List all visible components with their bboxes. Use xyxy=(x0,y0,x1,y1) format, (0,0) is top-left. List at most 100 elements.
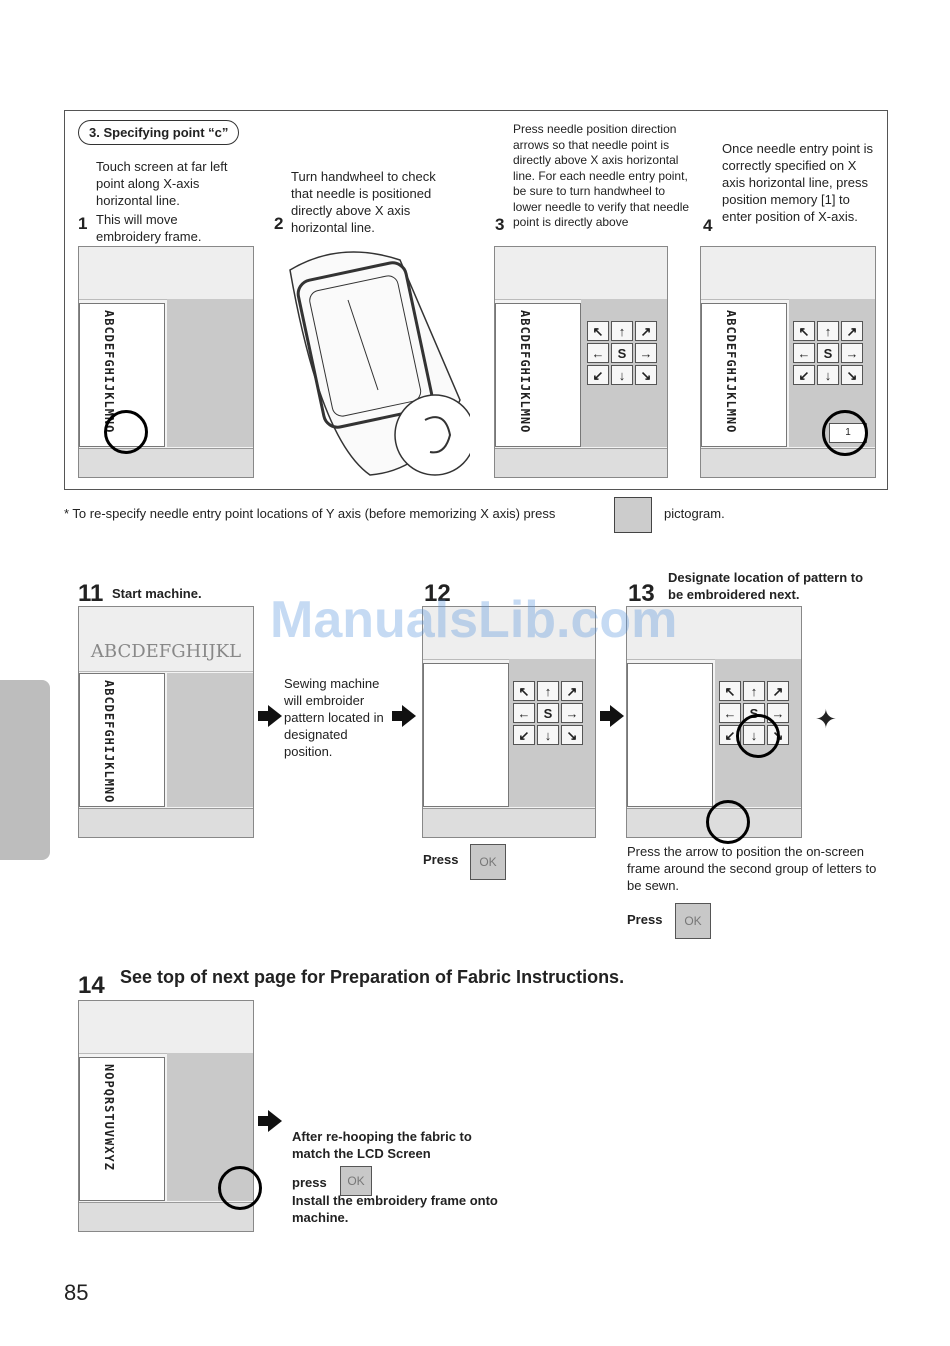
side-tab xyxy=(0,680,50,860)
arrow-left[interactable]: ← xyxy=(587,343,609,363)
lcd-strip: NOPQRSTUVWXYZ xyxy=(79,1057,165,1201)
lcd-strip xyxy=(627,663,713,807)
arrow-right[interactable]: → xyxy=(767,703,789,723)
step11-label: Start machine. xyxy=(112,586,202,601)
lcd-header xyxy=(79,1001,253,1054)
step13-press: Press xyxy=(627,912,663,927)
lcd-strip-text: ABCDEFGHIJKLMNO xyxy=(518,310,532,434)
step1-number: 1 xyxy=(78,214,88,233)
ok-button[interactable]: OK xyxy=(470,844,506,880)
step3-text: Press needle position direction arrows s… xyxy=(513,122,690,229)
arrow-up[interactable]: ↑ xyxy=(743,681,765,701)
lcd-footer xyxy=(79,808,253,837)
arrow-up-right[interactable]: ↗ xyxy=(841,321,863,341)
step3-number: 3 xyxy=(495,215,505,234)
lcd-panel xyxy=(167,299,253,447)
pictogram-button[interactable] xyxy=(614,497,652,533)
ok-button[interactable]: OK xyxy=(340,1166,372,1196)
arrow-up-right[interactable]: ↗ xyxy=(635,321,657,341)
lcd-header xyxy=(495,247,667,300)
lcd-header xyxy=(701,247,875,300)
start-key[interactable]: S xyxy=(537,703,559,723)
arrow-down-right[interactable]: ↘ xyxy=(635,365,657,385)
step2-text: Turn handwheel to check that needle is p… xyxy=(291,169,436,235)
section-title: 3. Specifying point “c” xyxy=(78,120,240,145)
lcd-screen-12: ↖ ↑ ↗ ← S → ↙ ↓ ↘ xyxy=(422,606,596,838)
step1-text-b: This will move embroidery frame. xyxy=(96,212,202,244)
lcd-panel xyxy=(167,673,253,807)
arrow-down-left[interactable]: ↙ xyxy=(793,365,815,385)
lcd-strip-text: ABCDEFGHIJKLMNO xyxy=(102,680,116,804)
pointer-arrow-icon: ✦ xyxy=(815,704,837,734)
arrow-up[interactable]: ↑ xyxy=(537,681,559,701)
lcd-screen-11: ABCDEFGHIJKL ABCDEFGHIJKLMNO xyxy=(78,606,254,838)
step12-number: 12 xyxy=(424,580,451,607)
footnote-suffix: pictogram. xyxy=(664,506,725,521)
lcd-footer xyxy=(79,448,253,477)
right-arrow-icon xyxy=(600,705,624,727)
arrow-up-left[interactable]: ↖ xyxy=(513,681,535,701)
arrow-down[interactable]: ↓ xyxy=(817,365,839,385)
step4-number: 4 xyxy=(703,216,713,235)
arrow-down[interactable]: ↓ xyxy=(611,365,633,385)
arrow-up-right[interactable]: ↗ xyxy=(767,681,789,701)
lcd-screen-1: ABCDEFGHIJKLMNO xyxy=(78,246,254,478)
arrow-down-right[interactable]: ↘ xyxy=(841,365,863,385)
arrow-right[interactable]: → xyxy=(561,703,583,723)
step14-install: Install the embroidery frame onto machin… xyxy=(292,1193,498,1225)
step4-text: Once needle entry point is correctly spe… xyxy=(722,141,874,224)
sewing-note: Sewing machine will embroider pattern lo… xyxy=(284,676,384,759)
lcd-strip: ABCDEFGHIJKLMNO xyxy=(79,673,165,807)
lcd-strip: ABCDEFGHIJKLMNO xyxy=(701,303,787,447)
lcd-header: ABCDEFGHIJKL xyxy=(79,607,253,672)
arrow-up-left[interactable]: ↖ xyxy=(793,321,815,341)
step14-press: press xyxy=(292,1175,327,1190)
lcd-header xyxy=(423,607,595,660)
arrow-left[interactable]: ← xyxy=(793,343,815,363)
lcd-screen-3: ABCDEFGHIJKLMNO ↖ ↑ ↗ ← S → ↙ ↓ ↘ xyxy=(494,246,668,478)
step14-label: See top of next page for Preparation of … xyxy=(120,967,625,987)
hoop-illustration xyxy=(280,240,476,480)
arrow-up[interactable]: ↑ xyxy=(611,321,633,341)
lcd-footer xyxy=(423,808,595,837)
lcd-header xyxy=(627,607,801,660)
lcd-strip-text: ABCDEFGHIJKLMNO xyxy=(102,310,116,434)
lcd-strip-text: NOPQRSTUVWXYZ xyxy=(102,1064,116,1171)
arrow-up-left[interactable]: ↖ xyxy=(587,321,609,341)
step2-number: 2 xyxy=(274,214,284,233)
highlight-circle xyxy=(736,714,780,758)
direction-arrows: ↖ ↑ ↗ ← S → ↙ ↓ ↘ xyxy=(793,321,863,385)
arrow-down[interactable]: ↓ xyxy=(537,725,559,745)
lcd-strip xyxy=(423,663,509,807)
lcd-strip: ABCDEFGHIJKLMNO xyxy=(495,303,581,447)
arrow-left[interactable]: ← xyxy=(719,703,741,723)
footnote-text: * To re-specify needle entry point locat… xyxy=(64,506,556,521)
section-box xyxy=(64,110,888,490)
arrow-left[interactable]: ← xyxy=(513,703,535,723)
lcd-footer xyxy=(495,448,667,477)
ok-button[interactable]: OK xyxy=(675,903,711,939)
step13-label: Designate location of pattern to be embr… xyxy=(668,570,864,602)
step13-number: 13 xyxy=(628,580,655,607)
step11-number: 11 xyxy=(78,580,104,607)
arrow-up-left[interactable]: ↖ xyxy=(719,681,741,701)
arrow-down-right[interactable]: ↘ xyxy=(561,725,583,745)
arrow-down-left[interactable]: ↙ xyxy=(513,725,535,745)
page-number: 85 xyxy=(64,1280,89,1305)
right-arrow-icon xyxy=(392,705,416,727)
arrow-up-right[interactable]: ↗ xyxy=(561,681,583,701)
highlight-circle xyxy=(218,1166,262,1210)
start-key[interactable]: S xyxy=(611,343,633,363)
arrow-right[interactable]: → xyxy=(841,343,863,363)
start-key[interactable]: S xyxy=(817,343,839,363)
lcd-screen-14: NOPQRSTUVWXYZ xyxy=(78,1000,254,1232)
arrow-right[interactable]: → xyxy=(635,343,657,363)
step13-desc: Press the arrow to position the on-scree… xyxy=(627,844,877,893)
step14-number: 14 xyxy=(78,972,105,999)
step14-after: After re-hooping the fabric to match the… xyxy=(292,1129,472,1161)
watermark: ManualsLib.com xyxy=(270,591,678,649)
arrow-down-left[interactable]: ↙ xyxy=(587,365,609,385)
arrow-up[interactable]: ↑ xyxy=(817,321,839,341)
step12-press: Press xyxy=(423,852,459,867)
lcd-footer xyxy=(79,1202,253,1231)
